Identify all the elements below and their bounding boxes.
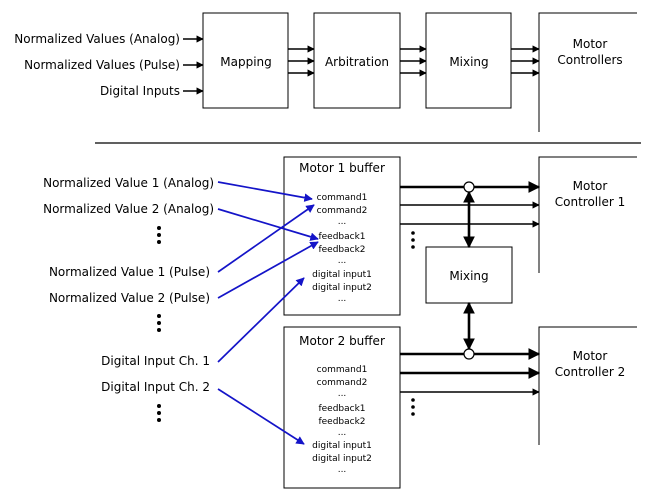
map-arrow-digital1 xyxy=(217,277,305,363)
ellipsis-dots-2 xyxy=(157,314,161,332)
motor2-buffer-line-5: feedback2 xyxy=(318,417,365,427)
mapping-box xyxy=(202,12,289,109)
input-digital-2: Digital Input Ch. 2 xyxy=(101,380,210,394)
motor2-buffer-line-4: feedback1 xyxy=(318,404,365,414)
junction-node-2 xyxy=(463,348,475,360)
mixing-box-top xyxy=(425,12,512,109)
motor1-buffer-line-9: ... xyxy=(338,294,347,304)
motor-controllers-label-2: Controllers xyxy=(557,53,622,67)
map-arrow-analog1 xyxy=(217,181,313,202)
mixing-label-top: Mixing xyxy=(449,55,488,69)
motor2-buffer-line-2: command2 xyxy=(317,378,368,388)
map-arrow-digital2 xyxy=(217,388,305,445)
ellipsis-dots-3 xyxy=(157,404,161,422)
motor-controller2-label-2: Controller 2 xyxy=(555,365,625,379)
input-digital-1: Digital Input Ch. 1 xyxy=(101,354,210,368)
map-arrow-pulse1 xyxy=(217,204,315,273)
arbitration-label: Arbitration xyxy=(325,55,389,69)
top-input-pulse: Normalized Values (Pulse) xyxy=(24,58,180,72)
motor1-buffer-line-2: command2 xyxy=(317,206,368,216)
motor1-buffer-line-1: command1 xyxy=(317,193,368,203)
junction-node-1 xyxy=(463,181,475,193)
motor-controller1-label-1: Motor xyxy=(573,179,608,193)
motor2-buffer-title: Motor 2 buffer xyxy=(299,334,385,348)
ellipsis-dots-4 xyxy=(411,231,415,249)
input-analog-1: Normalized Value 1 (Analog) xyxy=(43,176,214,190)
motor1-buffer-line-5: feedback2 xyxy=(318,245,365,255)
motor1-buffer-line-3: ... xyxy=(338,217,347,227)
motor2-buffer-box xyxy=(283,326,401,489)
motor1-buffer-line-8: digital input2 xyxy=(312,283,372,293)
motor-controllers-box xyxy=(538,12,637,132)
top-input-analog: Normalized Values (Analog) xyxy=(14,32,180,46)
motor1-buffer-line-6: ... xyxy=(338,256,347,266)
map-arrow-analog2 xyxy=(217,208,319,241)
motor2-buffer-line-1: command1 xyxy=(317,365,368,375)
motor-controller2-label-1: Motor xyxy=(573,349,608,363)
top-section: Normalized Values (Analog) Normalized Va… xyxy=(14,12,637,132)
motor-controller1-box xyxy=(538,156,637,273)
motor-controller1-label-2: Controller 1 xyxy=(555,195,625,209)
motor2-buffer-line-7: digital input1 xyxy=(312,441,372,451)
motor1-buffer-line-7: digital input1 xyxy=(312,270,372,280)
motor2-buffer-line-3: ... xyxy=(338,389,347,399)
top-input-digital: Digital Inputs xyxy=(100,84,180,98)
motor2-buffer-line-8: digital input2 xyxy=(312,454,372,464)
input-analog-2: Normalized Value 2 (Analog) xyxy=(43,202,214,216)
ellipsis-dots-1 xyxy=(157,226,161,244)
map-arrow-pulse2 xyxy=(217,241,319,299)
motor1-buffer-box xyxy=(283,156,401,316)
motor-controllers-label-1: Motor xyxy=(573,37,608,51)
mixing-label-bottom: Mixing xyxy=(449,269,488,283)
ellipsis-dots-5 xyxy=(411,398,415,416)
motor-controller2-box xyxy=(538,326,637,445)
input-pulse-2: Normalized Value 2 (Pulse) xyxy=(49,291,210,305)
motor1-buffer-title: Motor 1 buffer xyxy=(299,161,385,175)
motor1-buffer-line-4: feedback1 xyxy=(318,232,365,242)
bottom-section: Normalized Value 1 (Analog) Normalized V… xyxy=(43,156,637,489)
motor2-buffer-line-6: ... xyxy=(338,428,347,438)
motor2-buffer-line-9: ... xyxy=(338,465,347,475)
input-pulse-1: Normalized Value 1 (Pulse) xyxy=(49,265,210,279)
mapping-label: Mapping xyxy=(220,55,272,69)
